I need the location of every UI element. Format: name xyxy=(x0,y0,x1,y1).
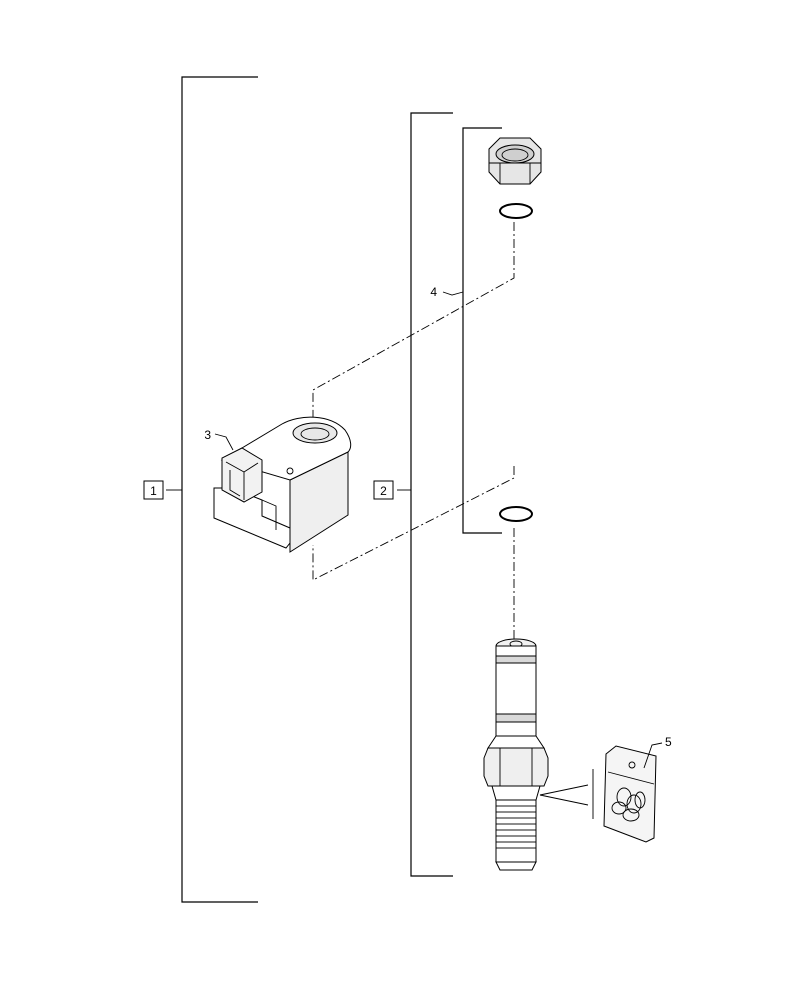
callout-5-label[interactable]: 5 xyxy=(665,735,672,749)
callout-5-leader xyxy=(643,742,663,769)
callout-3-leader xyxy=(214,433,234,451)
nut xyxy=(488,137,542,185)
callout-1-label: 1 xyxy=(150,484,157,498)
solenoid-coil xyxy=(213,416,352,553)
assembly-2-bracket xyxy=(397,112,453,877)
cartridge-valve xyxy=(483,638,549,871)
o-ring-top xyxy=(499,203,533,219)
callout-2-label: 2 xyxy=(380,484,387,498)
seal-kit-bag xyxy=(603,745,657,843)
callout-box-1[interactable]: 1 xyxy=(143,480,164,500)
seal-kit-bracket xyxy=(442,127,502,534)
seal-kit-pointer xyxy=(539,769,594,819)
o-ring-bottom xyxy=(499,506,533,522)
assembly-centerlines xyxy=(312,222,515,640)
assembly-1-bracket xyxy=(166,76,258,903)
callout-box-2[interactable]: 2 xyxy=(373,480,394,500)
callout-3-label[interactable]: 3 xyxy=(204,428,211,442)
callout-4-label[interactable]: 4 xyxy=(430,285,437,299)
